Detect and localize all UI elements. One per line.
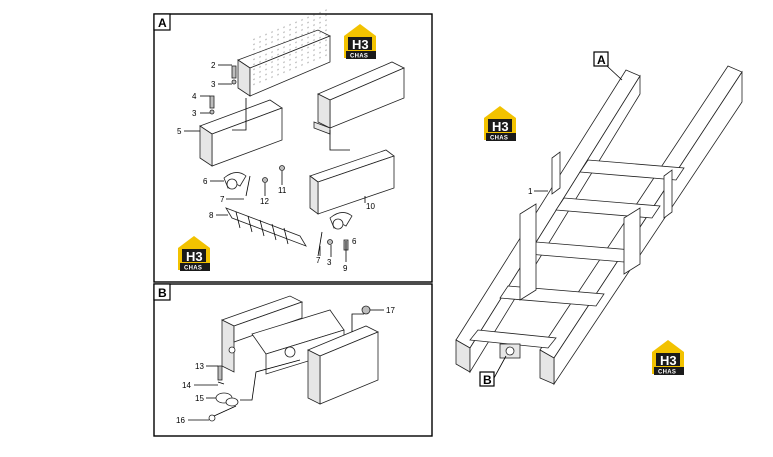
part-label-5: 5 — [177, 127, 182, 136]
svg-text:CHAS: CHAS — [350, 54, 368, 60]
leader-lines-a — [184, 64, 366, 262]
brand-logo: H3 CHAS — [344, 24, 376, 60]
part-label-16: 16 — [176, 416, 185, 425]
part-label-3: 3 — [192, 109, 197, 118]
tow-pin-assembly — [208, 305, 371, 422]
tow-hook-right — [329, 212, 353, 230]
part-label-6: 6 — [352, 237, 357, 246]
detail-panel-b: B — [153, 283, 433, 437]
part-label-6: 6 — [203, 177, 208, 186]
tow-hook-left — [223, 172, 247, 190]
cross-member-assembly — [220, 295, 379, 405]
detail-panel-a: A — [153, 6, 433, 283]
rib-plate — [225, 207, 307, 247]
part-label-7: 7 — [316, 256, 321, 265]
svg-text:CHAS: CHAS — [184, 266, 202, 272]
svg-text:H3: H3 — [492, 119, 509, 134]
part-label-4: 4 — [192, 92, 197, 101]
svg-text:H3: H3 — [660, 353, 677, 368]
part-label-7: 7 — [220, 195, 225, 204]
part-label-11: 11 — [278, 186, 287, 195]
brand-logo: H3 CHAS — [178, 236, 210, 272]
callout-a: A — [597, 53, 606, 67]
svg-text:CHAS: CHAS — [490, 136, 508, 142]
part-label-8: 8 — [209, 211, 214, 220]
svg-text:CHAS: CHAS — [658, 370, 676, 376]
right-rail-segment — [313, 61, 405, 135]
cross-member-bracket — [199, 99, 283, 167]
part-label-12: 12 — [260, 197, 269, 206]
part-label-10: 10 — [366, 202, 375, 211]
part-label-9: 9 — [343, 264, 348, 273]
upper-rail-segment — [237, 6, 331, 97]
svg-text:H3: H3 — [352, 37, 369, 52]
brand-logo: H3 CHAS — [484, 106, 516, 142]
part-label-17: 17 — [386, 306, 395, 315]
side-bracket — [309, 149, 395, 215]
brand-logo: H3 CHAS — [652, 340, 684, 376]
panel-a-tag: A — [158, 16, 167, 30]
chassis-frame — [455, 65, 743, 386]
callout-b: B — [483, 373, 492, 387]
part-label-3: 3 — [327, 258, 332, 267]
main-leaders — [493, 65, 623, 379]
part-label-3: 3 — [211, 80, 216, 89]
part-label-1: 1 — [528, 187, 533, 196]
part-label-15: 15 — [195, 394, 204, 403]
leader-lines-b — [188, 309, 384, 421]
part-label-2: 2 — [211, 61, 216, 70]
svg-text:H3: H3 — [186, 249, 203, 264]
panel-b-tag: B — [158, 286, 167, 300]
part-label-14: 14 — [182, 381, 191, 390]
part-label-13: 13 — [195, 362, 204, 371]
